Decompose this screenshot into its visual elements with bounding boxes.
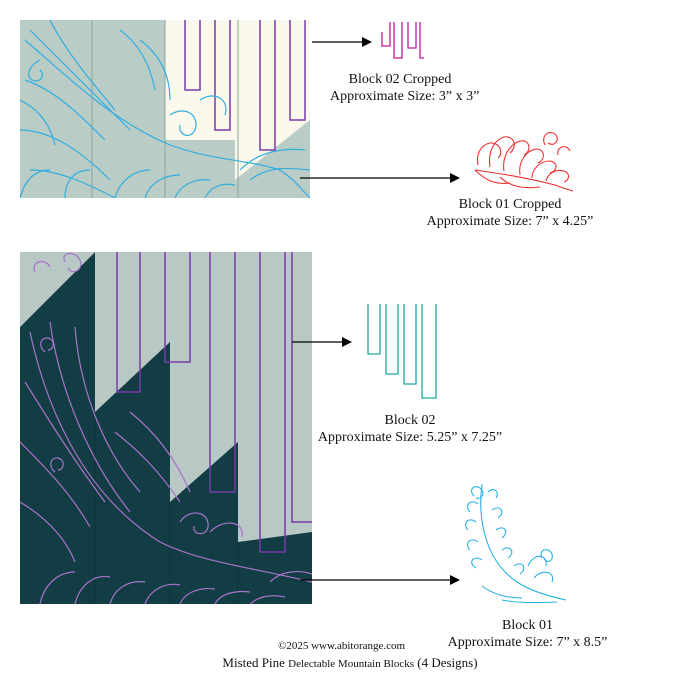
title-sub: Delectable Mountain Blocks — [288, 658, 415, 670]
block02-icon — [367, 304, 437, 399]
block01-cropped-size: Approximate Size: 7” x 4.25” — [426, 214, 594, 229]
quilt-panel-bottom — [20, 252, 312, 604]
quilt-panel-top — [20, 20, 310, 198]
arrow-block01-cropped — [300, 173, 460, 183]
arrow-block02-cropped — [312, 37, 372, 47]
block01-label: Block 01 Approximate Size: 7” x 8.5” — [440, 617, 615, 651]
block01-icon — [465, 483, 567, 604]
arrow-block02 — [292, 337, 352, 347]
block02-cropped-title: Block 02 Cropped — [348, 72, 452, 87]
block01-size: Approximate Size: 7” x 8.5” — [447, 635, 608, 650]
arrow-block01 — [300, 575, 460, 585]
block02-label: Block 02 Approximate Size: 5.25” x 7.25” — [310, 412, 510, 446]
block02-cropped-icon — [381, 22, 424, 59]
block01-cropped-title: Block 01 Cropped — [458, 197, 562, 212]
block01-cropped-icon — [474, 132, 574, 192]
title-main: Misted Pine — [222, 655, 285, 670]
block02-cropped-label: Block 02 Cropped Approximate Size: 3” x … — [330, 71, 480, 105]
title-count: (4 Designs) — [417, 655, 478, 670]
block01-cropped-label: Block 01 Cropped Approximate Size: 7” x … — [425, 196, 595, 230]
block01-title: Block 01 — [502, 618, 553, 633]
block02-title: Block 02 — [384, 413, 436, 428]
copyright-text: ©2025 www.abitorange.com — [278, 640, 406, 652]
block02-cropped-size: Approximate Size: 3” x 3” — [330, 89, 480, 104]
block02-size: Approximate Size: 5.25” x 7.25” — [317, 430, 503, 445]
page-title: Misted Pine Delectable Mountain Blocks (… — [0, 655, 700, 671]
